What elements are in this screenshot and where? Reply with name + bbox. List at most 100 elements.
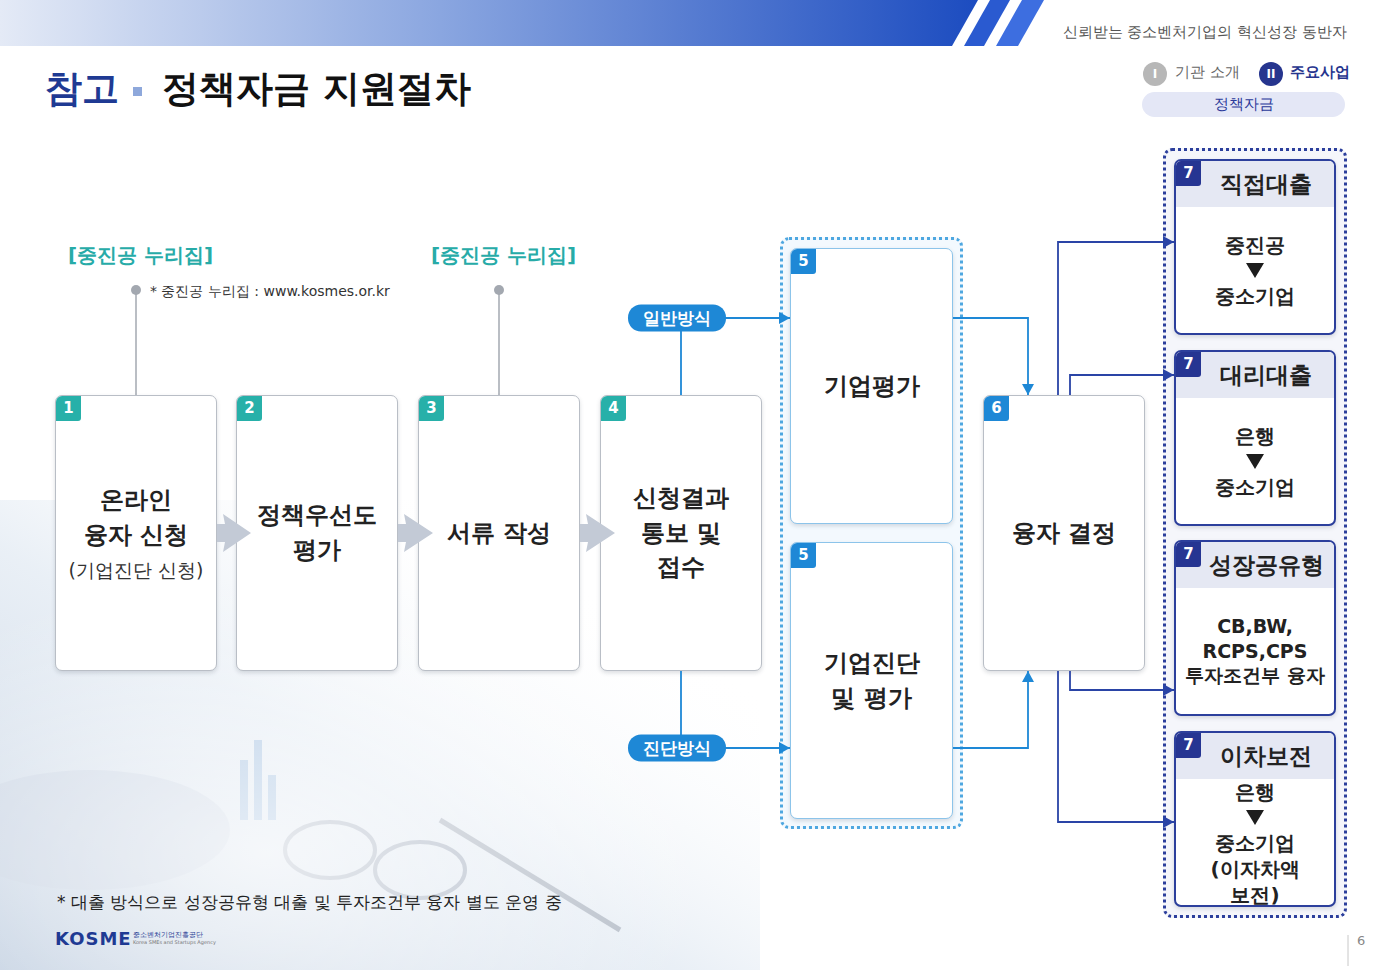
arrow-head bbox=[1163, 369, 1174, 381]
arrow-head bbox=[1163, 816, 1174, 828]
box-content: 정책우선도 평가 bbox=[237, 396, 397, 670]
arrow-head bbox=[779, 742, 790, 754]
box-heading: 직접대출 bbox=[1220, 169, 1312, 200]
connector bbox=[1070, 671, 1174, 696]
step-number: 4 bbox=[601, 396, 626, 421]
process-box: 기업평가 5 bbox=[790, 248, 953, 524]
box-heading: 대리대출 bbox=[1220, 360, 1312, 391]
box-body: 중진공중소기업 bbox=[1176, 207, 1334, 333]
leader-line bbox=[498, 290, 500, 395]
down-arrow-symbol bbox=[1246, 810, 1264, 825]
loan-type-box: 직접대출중진공중소기업 7 bbox=[1174, 159, 1336, 335]
arrow-head bbox=[779, 312, 790, 324]
box-body: 은행중소기업 (이자차액 보전) bbox=[1176, 779, 1334, 907]
connector bbox=[953, 671, 1034, 748]
connector-line bbox=[1070, 671, 1174, 690]
arrow-head bbox=[1022, 384, 1034, 395]
box-body-text: 은행 bbox=[1235, 779, 1275, 805]
process-box: 기업진단 및 평가 5 bbox=[790, 542, 953, 819]
process-box: 서류 작성 3 bbox=[418, 395, 580, 671]
step-number: 7 bbox=[1176, 161, 1201, 186]
box-content: 신청결과 통보 및 접수 bbox=[601, 396, 761, 670]
leader-dot bbox=[494, 285, 504, 295]
arrow-head bbox=[1022, 671, 1034, 682]
note-label: 정책자금 bbox=[1142, 92, 1345, 117]
note-label: [중진공 누리집] bbox=[68, 242, 213, 269]
process-box: 정책우선도 평가 2 bbox=[236, 395, 398, 671]
loan-type-box: 성장공유형 CB,BW, RCPS,CPS 투자조건부 융자 7 bbox=[1174, 540, 1336, 716]
note-label: 참고 bbox=[45, 64, 119, 114]
box-label: 기업진단 및 평가 bbox=[810, 646, 934, 716]
connector-line bbox=[953, 318, 1028, 395]
edge-label: 진단방식 bbox=[628, 735, 726, 762]
box-body-text: 중소기업 bbox=[1215, 283, 1295, 309]
leader-dot bbox=[131, 285, 141, 295]
box-heading: 이차보전 bbox=[1220, 741, 1312, 772]
connector-line bbox=[953, 671, 1028, 748]
process-box: 융자 결정 6 bbox=[983, 395, 1145, 671]
connector bbox=[1070, 369, 1174, 395]
title-dot bbox=[133, 87, 142, 96]
box-label: 기업평가 bbox=[824, 369, 920, 404]
box-label: 온라인 융자 신청 bbox=[74, 483, 198, 553]
slide-title: 정책자금 지원절차 bbox=[162, 64, 471, 114]
note-label: 중소벤처기업진흥공단 bbox=[133, 930, 203, 940]
box-content: 기업평가 bbox=[791, 249, 952, 523]
box-body-text: 중소기업 bbox=[1215, 474, 1295, 500]
step-number: 6 bbox=[984, 396, 1009, 421]
step-number: 5 bbox=[791, 249, 816, 274]
down-arrow-symbol bbox=[1246, 454, 1264, 469]
box-body-text: 은행 bbox=[1235, 423, 1275, 449]
note-label: 기관 소개 bbox=[1175, 63, 1240, 82]
step-number: 1 bbox=[56, 396, 81, 421]
step-number: 3 bbox=[419, 396, 444, 421]
loan-type-box: 대리대출은행중소기업 7 bbox=[1174, 350, 1336, 526]
step-number: 5 bbox=[791, 543, 816, 568]
note-label: 주요사업 bbox=[1290, 63, 1350, 82]
arrow-head bbox=[1163, 236, 1174, 248]
box-content: 융자 결정 bbox=[984, 396, 1144, 670]
note-label: * 중진공 누리집 : www.kosmes.or.kr bbox=[150, 283, 390, 301]
note-label: KOSME bbox=[55, 928, 132, 949]
arrow-head bbox=[1163, 684, 1174, 696]
box-content: 서류 작성 bbox=[419, 396, 579, 670]
edge-label: 일반방식 bbox=[628, 305, 726, 332]
box-body-text: 중진공 bbox=[1225, 232, 1285, 258]
leader-line bbox=[135, 290, 137, 395]
box-label: 융자 결정 bbox=[1012, 516, 1116, 551]
box-label: 신청결과 통보 및 접수 bbox=[619, 481, 743, 585]
step-number: 7 bbox=[1176, 352, 1201, 377]
note-label: 6 bbox=[1357, 933, 1365, 948]
step-number: 2 bbox=[237, 396, 262, 421]
connector bbox=[1058, 236, 1174, 395]
process-box: 신청결과 통보 및 접수 4 bbox=[600, 395, 762, 671]
page-rule bbox=[1348, 935, 1349, 966]
box-content: 온라인 융자 신청 (기업진단 신청) bbox=[56, 396, 216, 670]
note-label: 신뢰받는 중소벤처기업의 혁신성장 동반자 bbox=[1063, 23, 1347, 42]
note-label: * 대출 방식으로 성장공유형 대출 및 투자조건부 융자 별도 운영 중 bbox=[57, 891, 562, 914]
step-number: 7 bbox=[1176, 542, 1201, 567]
connector-line bbox=[1058, 671, 1174, 822]
loan-type-box: 이차보전은행중소기업 (이자차액 보전) 7 bbox=[1174, 731, 1336, 907]
box-heading: 성장공유형 bbox=[1209, 550, 1324, 581]
note-label: [중진공 누리집] bbox=[431, 242, 576, 269]
note-label: Korea SMEs and Startups Agency bbox=[133, 939, 216, 945]
box-label: 정책우선도 평가 bbox=[255, 498, 379, 568]
connector bbox=[1058, 671, 1174, 828]
header-stripe bbox=[996, 0, 1044, 46]
box-sublabel: (기업진단 신청) bbox=[69, 557, 204, 584]
connector-line bbox=[1070, 375, 1174, 395]
step-number: 7 bbox=[1176, 733, 1201, 758]
note-label: I bbox=[1143, 62, 1167, 86]
connector bbox=[953, 318, 1034, 395]
process-box: 온라인 융자 신청 (기업진단 신청) 1 bbox=[55, 395, 217, 671]
box-body-text: 중소기업 (이자차액 보전) bbox=[1190, 830, 1320, 907]
connector-line bbox=[1058, 242, 1174, 395]
box-body-text: CB,BW, RCPS,CPS 투자조건부 융자 bbox=[1182, 614, 1328, 688]
note-label: II bbox=[1259, 62, 1283, 86]
box-content: 기업진단 및 평가 bbox=[791, 543, 952, 818]
box-body: 은행중소기업 bbox=[1176, 398, 1334, 524]
box-label: 서류 작성 bbox=[447, 516, 551, 551]
down-arrow-symbol bbox=[1246, 263, 1264, 278]
